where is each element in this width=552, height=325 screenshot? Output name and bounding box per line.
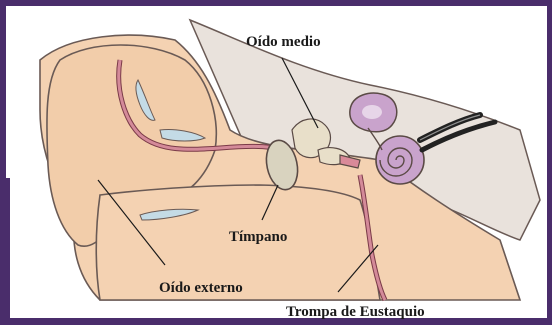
label-eardrum: Tímpano xyxy=(229,229,287,245)
cochlea xyxy=(376,136,424,184)
canal-highlight xyxy=(362,105,382,119)
label-outer-ear: Oído externo xyxy=(159,280,243,296)
left-accent-bar-edge xyxy=(0,178,10,325)
label-eustachian-tube: Trompa de Eustaquio xyxy=(286,304,425,320)
label-middle-ear: Oído medio xyxy=(246,34,321,50)
